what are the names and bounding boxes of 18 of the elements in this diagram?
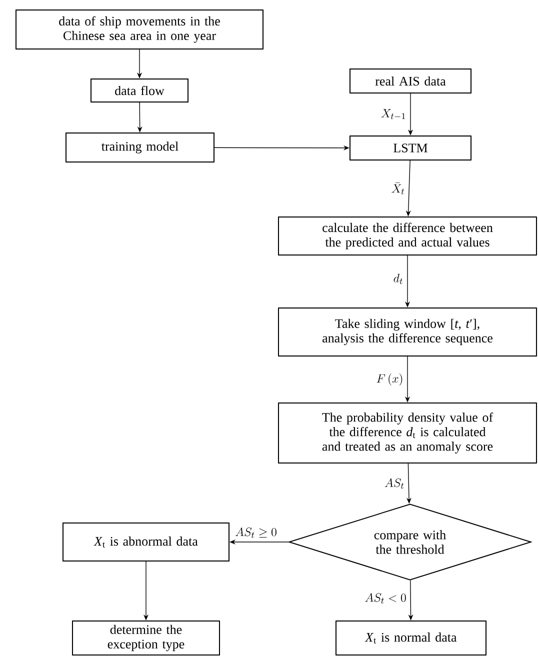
edge-label: $X_{t-1}$	[380, 108, 408, 121]
process-box: calculate the difference between the predicted and actual values	[278, 216, 537, 256]
process-box: X$_{t}$ is abnormal data	[62, 522, 230, 562]
process-box: real AIS data	[350, 68, 472, 94]
process-box: Take sliding window [t, t′], analysis the difference sequence	[278, 308, 537, 356]
process-box: LSTM	[350, 136, 472, 160]
process-box: data of ship movements in the Chinese sea area in one year	[16, 10, 264, 50]
edge-label: $d_{t}$	[392, 272, 404, 285]
edge-label: $F\left(x\right)$	[375, 372, 404, 386]
edge-label: $\bar{X}_{t}$	[390, 182, 406, 196]
process-box: X$_{t}$ is normal data	[336, 620, 486, 656]
edge-label: $AS_{t} < 0$	[364, 592, 408, 604]
edge-label: $AS_{t} \geq 0$	[234, 526, 278, 539]
process-box: determine the exception type	[72, 620, 220, 656]
process-box: training model	[66, 132, 214, 162]
process-box: data flow	[90, 78, 188, 102]
process-box: The probability density value of the difference d$_{t}$ is calculated and treated as an anomaly score	[278, 402, 537, 464]
edge-label: $AS_{t}$	[384, 478, 406, 490]
